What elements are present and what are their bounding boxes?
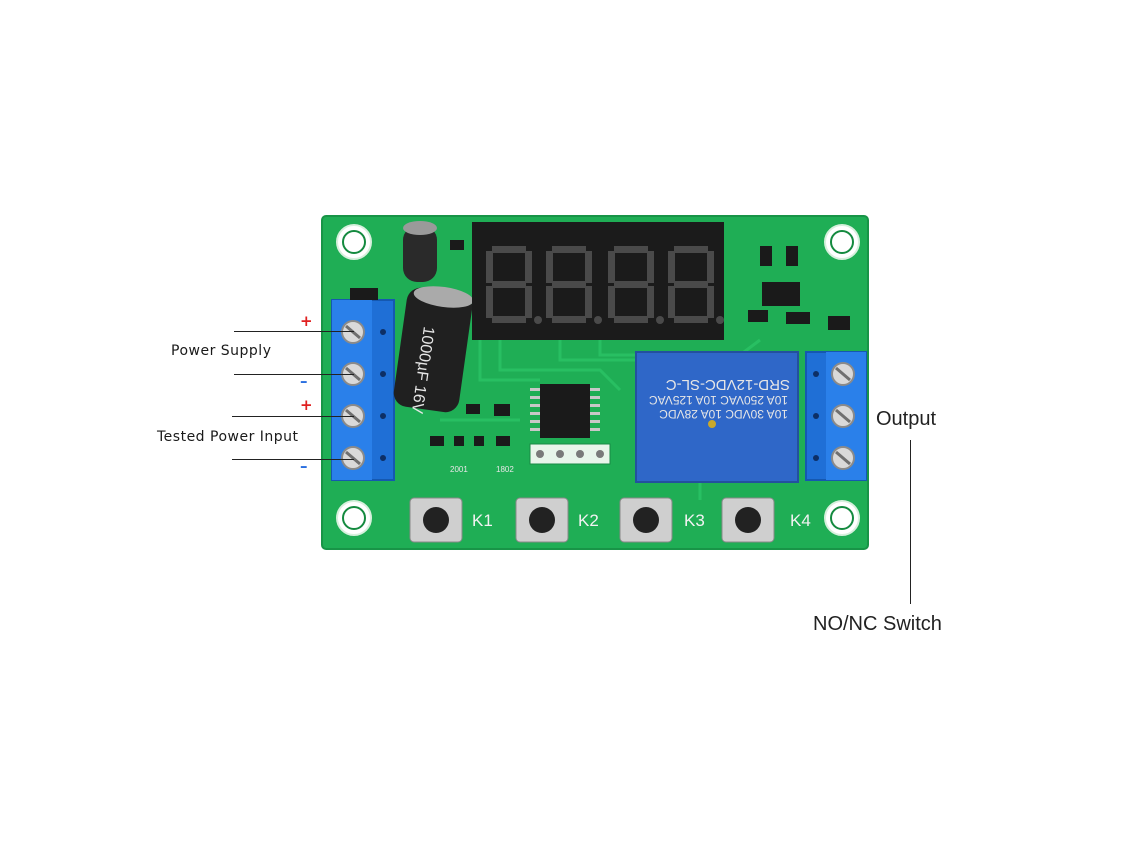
output-label: Output [876,408,937,430]
smd-components [350,240,850,446]
electrolytic-capacitor: 1000µF 16V [393,286,474,415]
svg-text:10A 250VAC 10A 125VAC: 10A 250VAC 10A 125VAC [649,393,788,407]
ic-chip [530,384,600,438]
push-button-k1 [409,497,463,543]
output-terminal-block [805,351,867,481]
key-labels: K1 K2 K3 K4 [472,511,811,530]
power-supply-label: Power Supply [171,343,272,359]
svg-text:10A 30VDC 10A 28VDC: 10A 30VDC 10A 28VDC [659,407,788,421]
svg-text:2001: 2001 [450,465,468,474]
no-nc-switch-label: NO/NC Switch [813,613,942,635]
key-label-k1: K1 [472,511,493,530]
push-buttons [409,497,775,543]
leader-line-switch [910,440,911,604]
leader-line-plus-2 [232,416,354,417]
leader-line-plus-1 [234,331,354,332]
push-button-k4 [721,497,775,543]
seven-segment-display [472,222,724,340]
leader-line-minus-1 [234,374,354,375]
svg-text:1802: 1802 [496,465,514,474]
minus-sign: – [300,457,308,475]
tested-power-input-label: Tested Power Input [157,429,299,445]
plus-sign: + [300,396,313,414]
key-label-k2: K2 [578,511,599,530]
push-button-k2 [515,497,569,543]
plus-sign: + [300,312,313,330]
key-label-k3: K3 [684,511,705,530]
silkscreen: 2001 1802 [450,465,514,474]
relay: SRD-12VDC-SL-C 10A 250VAC 10A 125VAC 10A… [635,351,799,483]
leader-line-minus-2 [232,459,354,460]
header-pins [529,443,611,465]
key-label-k4: K4 [790,511,811,530]
minus-sign: – [300,372,308,390]
svg-text:SRD-12VDC-SL-C: SRD-12VDC-SL-C [666,376,790,393]
segment-digits [486,246,724,324]
mounting-hole-icon [336,224,860,536]
push-button-k3 [619,497,673,543]
small-capacitor [403,221,437,282]
input-terminal-block [331,299,395,481]
